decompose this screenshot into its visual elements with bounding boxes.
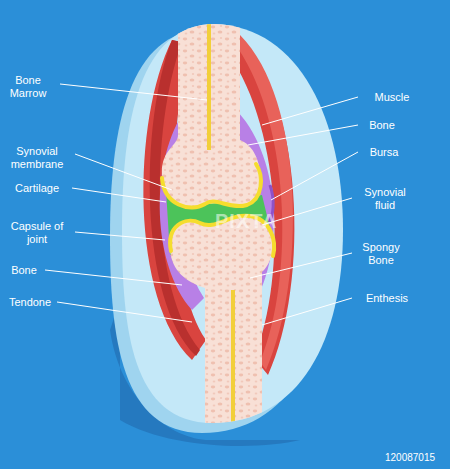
part-label: Bone: [4, 264, 44, 277]
part-label: Synovial fluid: [357, 186, 413, 212]
part-label: Enthesis: [357, 292, 417, 305]
part-label: Muscle: [362, 91, 422, 104]
part-label: Cartilage: [4, 182, 70, 195]
cartilage: [162, 164, 261, 208]
part-label: Bone Marrow: [2, 74, 54, 100]
watermark-number: 120087015: [385, 452, 447, 463]
leader-lines: [45, 84, 358, 325]
lower-bone: [169, 216, 272, 430]
part-label: Synovial membrane: [4, 145, 70, 171]
part-label: Bone: [362, 119, 402, 132]
part-label: Bursa: [362, 146, 406, 159]
bone-marrow: [231, 290, 235, 430]
upper-bone: [162, 20, 260, 208]
part-label: Capsule of joint: [4, 220, 70, 246]
bone-marrow: [207, 20, 211, 150]
part-label: Spongy Bone: [357, 241, 405, 267]
watermark: PIXTA: [215, 210, 305, 233]
part-label: Tendone: [4, 296, 56, 309]
